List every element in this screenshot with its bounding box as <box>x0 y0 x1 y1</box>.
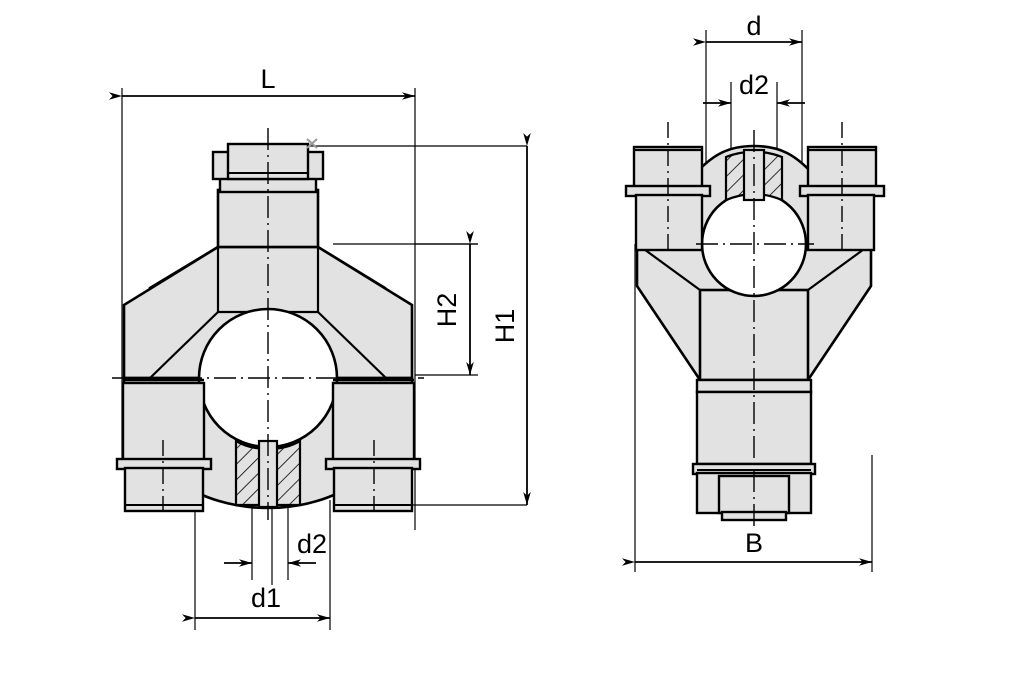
front-centre-lines <box>112 128 424 520</box>
side-dimensions: d d2 B <box>622 11 872 566</box>
dimension-H2: H2 <box>432 231 474 375</box>
dimension-label-L: L <box>260 64 275 94</box>
front-dimensions: L H1 H2 d2 d1 <box>109 64 531 622</box>
side-bolt-centre-lines <box>667 122 843 250</box>
dimension-label-d1: d1 <box>251 583 281 613</box>
dimension-label-d: d <box>746 11 761 41</box>
dimension-H1: H1 <box>490 133 531 505</box>
dimension-L: L <box>109 64 415 100</box>
dimension-d: d <box>693 11 802 46</box>
dimension-d2-side: d2 <box>703 70 805 107</box>
dimension-label-d2-side: d2 <box>739 70 769 100</box>
front-view <box>112 88 527 630</box>
right-bolt-front <box>324 378 422 513</box>
side-body-chamfers <box>636 243 872 381</box>
dimension-label-H2: H2 <box>432 293 462 328</box>
dimension-label-B: B <box>745 528 763 558</box>
dimension-label-H1: H1 <box>490 309 520 344</box>
side-centre-lines <box>696 130 814 530</box>
dimension-B: B <box>622 528 872 566</box>
side-view <box>624 30 886 572</box>
registration-marker-icon <box>306 138 318 149</box>
dimension-d2-front: d2 <box>224 529 327 567</box>
left-bolt-front <box>115 378 213 513</box>
front-bolt-centre-lines <box>162 440 375 515</box>
dimension-d1: d1 <box>182 583 330 622</box>
dimension-label-d2-front: d2 <box>297 529 327 559</box>
front-body-chamfers <box>149 247 387 379</box>
